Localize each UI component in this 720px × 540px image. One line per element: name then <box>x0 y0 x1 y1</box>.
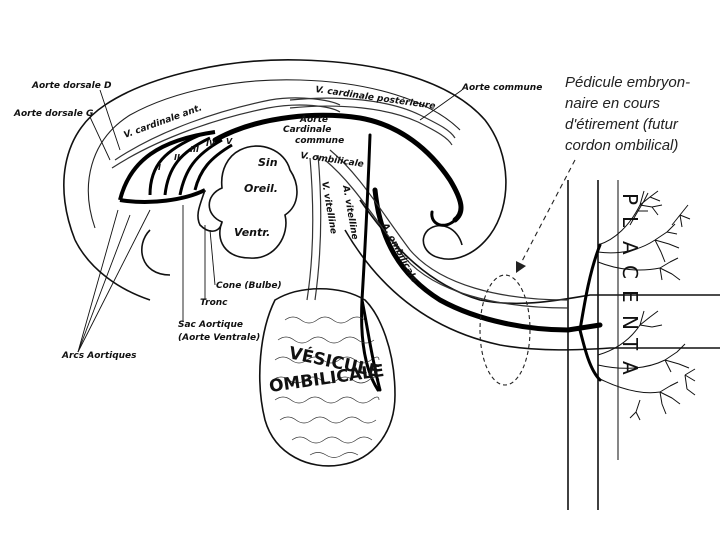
umbilical-artery-branch-up <box>578 243 602 332</box>
label-aorte-ventrale: (Aorte Ventrale) <box>178 333 260 343</box>
label-v-vitelline: V. vitelline <box>319 181 338 235</box>
dorsal-aorta-curl <box>430 210 457 227</box>
posterior-cardinal-vein <box>289 97 456 139</box>
placenta-letter: A <box>618 361 642 376</box>
stalk-dashed-ellipse <box>479 274 531 386</box>
posterior-cardinal-vein-2 <box>289 105 453 146</box>
caption-line-2: naire en cours <box>565 95 661 112</box>
embryo-lower-contour <box>74 229 171 301</box>
villi-lower <box>597 310 696 421</box>
label-cone: Cone (Bulbe) <box>216 281 282 291</box>
embryo-inner-outline <box>87 79 461 229</box>
stalk-upper-edge <box>359 199 720 305</box>
label-cardinale: Cardinale <box>283 125 331 135</box>
label-aorte-dorsale-d: Aorte dorsale D <box>31 81 112 91</box>
heart-outline <box>208 145 298 259</box>
villi-upper <box>597 190 691 281</box>
umbilical-artery-branch-down <box>578 328 602 382</box>
caption-line-3: d'étirement (futur <box>565 116 679 133</box>
embryo-outline <box>63 59 507 260</box>
bulbus-cordis <box>197 189 223 232</box>
vitelline-vein-vessel <box>314 154 322 301</box>
dorsal-aorta-vessel <box>212 112 464 223</box>
placenta-letter: P <box>618 193 642 206</box>
caption-line-4: cordon ombilical) <box>565 137 678 154</box>
stalk-lower-edge <box>344 229 720 351</box>
embryo-tail-curl <box>422 224 463 259</box>
yolk-sac-outline <box>259 287 396 467</box>
label-aorte-dorsale-g: Aorte dorsale G <box>13 109 93 119</box>
label-aorte-small: Aorte <box>299 115 328 125</box>
arch-numerals: I II III IV V <box>158 137 233 172</box>
anterior-cardinal-vein <box>114 97 341 161</box>
label-v-ombilicale: V. ombilicale <box>300 151 365 170</box>
aortic-arches <box>118 130 233 204</box>
label-sin: Sin <box>258 156 278 169</box>
label-ventr: Ventr. <box>234 226 270 239</box>
label-arcs-aortiques: Arcs Aortiques <box>61 351 137 361</box>
caption-arrow-head <box>516 261 526 273</box>
leader-lines <box>77 89 463 353</box>
umbilical-vein-vessel <box>329 149 569 301</box>
yolk-sac-vessel <box>360 298 382 392</box>
arch-numeral-3: III <box>190 145 199 154</box>
placenta-letter: N <box>618 315 642 331</box>
caption-block: Pédicule embryon- naire en cours d'étire… <box>565 74 690 154</box>
label-tronc: Tronc <box>200 298 228 308</box>
arch-numeral-1: I <box>158 163 161 172</box>
arch-numeral-5: V <box>226 137 233 146</box>
label-sac-aortique: Sac Aortique <box>178 320 243 330</box>
placenta-letter: L <box>618 216 642 228</box>
placenta-letter: T <box>618 337 642 351</box>
placenta-letter: A <box>618 241 642 256</box>
placenta-letter: C <box>618 265 642 280</box>
label-placenta: P L A C E N T A <box>618 193 642 376</box>
label-oreil: Oreil. <box>244 182 278 195</box>
caption-line-1: Pédicule embryon- <box>565 74 690 91</box>
label-aorte-commune: Aorte commune <box>461 83 542 93</box>
umbilical-vein-vessel-2 <box>324 159 569 309</box>
umbilical-artery-vessel <box>372 187 603 333</box>
arch-numeral-4: IV <box>206 139 216 148</box>
vitelline-artery-vessel <box>360 133 380 392</box>
caption-arrow <box>519 159 576 266</box>
yolk-sac-texture <box>272 316 380 458</box>
vitelline-vein-vessel-2 <box>306 157 314 301</box>
label-commune: commune <box>295 136 344 146</box>
arch-numeral-2: II <box>174 153 180 162</box>
placenta-letter: E <box>618 290 642 304</box>
